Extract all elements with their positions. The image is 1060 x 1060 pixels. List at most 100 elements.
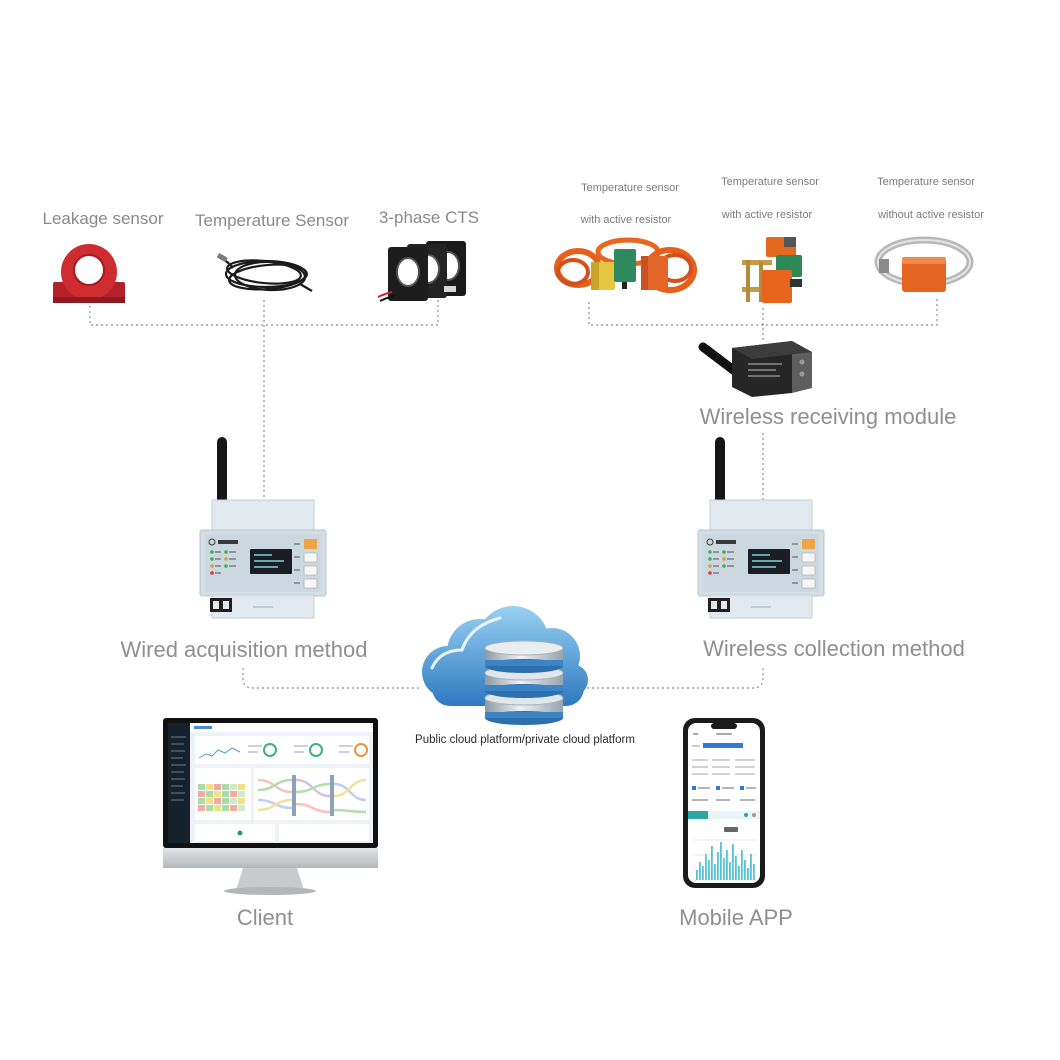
module-antenna (698, 342, 741, 377)
ct-wire-red (377, 291, 393, 298)
wired-to-cloud-line (242, 668, 421, 689)
status-led (210, 557, 214, 561)
phone-chart-bar (705, 854, 707, 880)
heatmap-cell (230, 791, 237, 797)
power-switch-toggle (213, 601, 219, 609)
heatmap-cell (230, 784, 237, 790)
status-led (224, 550, 228, 554)
connector-lines (89, 298, 938, 689)
led-label-marks (215, 551, 236, 574)
phone-chart-bar (738, 866, 740, 880)
heatmap-cell (238, 798, 245, 804)
dashboard-mini-line-chart (198, 747, 241, 759)
heatmap-cell (222, 798, 229, 804)
flow-link (295, 802, 331, 814)
flow-node (292, 775, 296, 816)
flow-link (295, 782, 331, 794)
mobile-phone-image (683, 718, 765, 888)
sensor-box-clip (784, 237, 796, 247)
wired-acquisition-device (199, 437, 327, 619)
dashboard-status-dot (237, 830, 243, 836)
dashboard-sidebar (168, 723, 190, 843)
phone-screen (688, 723, 760, 883)
status-led (224, 564, 228, 568)
status-led (210, 564, 214, 568)
client-monitor-image (163, 718, 378, 895)
yellow-sensor-box-side (591, 262, 599, 290)
dashboard-header (190, 723, 373, 732)
flow-link (333, 778, 367, 798)
database-icon (484, 640, 564, 725)
wireless-logo-icon (208, 538, 216, 546)
heatmap-cell (214, 784, 221, 790)
phone-chart-bar (726, 850, 728, 880)
wired-acquisition-method-label: Wired acquisition method (120, 637, 368, 662)
database-band (485, 685, 563, 691)
wireless-to-cloud-line (587, 668, 764, 689)
heatmap-cell (206, 791, 213, 797)
phone-metric-badge (716, 786, 720, 790)
wireless-receiving-module-label: Wireless receiving module (699, 404, 957, 429)
phone-action-icon (744, 813, 748, 817)
flow-link (333, 782, 367, 802)
wireless-receiving-module-image (698, 341, 812, 397)
device-top-section (211, 499, 315, 533)
heatmap-cell (206, 784, 213, 790)
monitor-stand (236, 868, 304, 890)
orange-sensor-box-side (641, 256, 648, 290)
status-led (224, 557, 228, 561)
wireless-sensor-3-label-line1: Temperature sensor (877, 176, 975, 188)
wireless-sensor-1-label-line1: Temperature sensor (581, 182, 679, 194)
heatmap-cell (230, 805, 237, 811)
phone-chart-bar (729, 862, 731, 880)
dashboard-gauge (263, 743, 277, 757)
phone-tab-active (688, 811, 708, 819)
three-phase-cts-label: 3-phase CTS (378, 208, 480, 227)
wireless-sensor-3-label-line2: without active resistor (878, 209, 984, 221)
wireless-sensor-2-label-line1: Temperature sensor (721, 176, 819, 188)
sensor-box-clip (790, 279, 802, 287)
phone-tab-bar (688, 811, 760, 819)
control-button-orange (304, 539, 317, 549)
phone-metric-badge (692, 786, 696, 790)
cloud-platform-label: Public cloud platform/private cloud plat… (415, 734, 635, 746)
brass-bar (742, 260, 772, 265)
module-label-marks (748, 363, 782, 377)
wireless-collection-method-label: Wireless collection method (703, 636, 965, 661)
client-label: Client (236, 905, 294, 930)
flow-link (257, 798, 293, 812)
ct-hole (396, 257, 420, 287)
phone-chart-bar (711, 846, 713, 880)
dashboard-flow-chart (257, 778, 367, 814)
three-phase-cts-image (377, 241, 466, 302)
phone-chart-bar (699, 862, 701, 880)
active-resistor-sensor-group-2-image (742, 237, 802, 303)
heatmap-cell (222, 784, 229, 790)
phone-chart-bar (717, 852, 719, 880)
module-side (792, 341, 812, 393)
ct-wire-black (379, 295, 395, 302)
orange-sensor-box-top (902, 257, 946, 264)
phone-chart-bar (723, 858, 725, 880)
flow-node (330, 775, 334, 816)
database-band (485, 660, 563, 666)
dashboard-header-tab (194, 726, 212, 729)
heatmap-cell (198, 784, 205, 790)
heatmap-cell (222, 805, 229, 811)
wireless-sensor-2-label-line2: with active resistor (721, 209, 813, 221)
dashboard-summary-card (195, 736, 369, 764)
phone-chart-bar (747, 868, 749, 880)
green-sensor-box (614, 249, 636, 282)
phone-total-value (703, 743, 743, 748)
heatmap-cell (198, 805, 205, 811)
dashboard-bottom-panel (195, 824, 275, 841)
module-top-face (732, 341, 812, 359)
phone-row-marks (692, 759, 755, 775)
orange-sensor-box (762, 270, 792, 303)
orange-sensor-box (902, 257, 946, 292)
phone-metric-marks (692, 787, 756, 801)
temperature-sensor-label: Temperature Sensor (194, 211, 350, 230)
belt-clamp (879, 259, 889, 273)
phone-chart-bar (720, 842, 722, 880)
heatmap-cell (238, 805, 245, 811)
